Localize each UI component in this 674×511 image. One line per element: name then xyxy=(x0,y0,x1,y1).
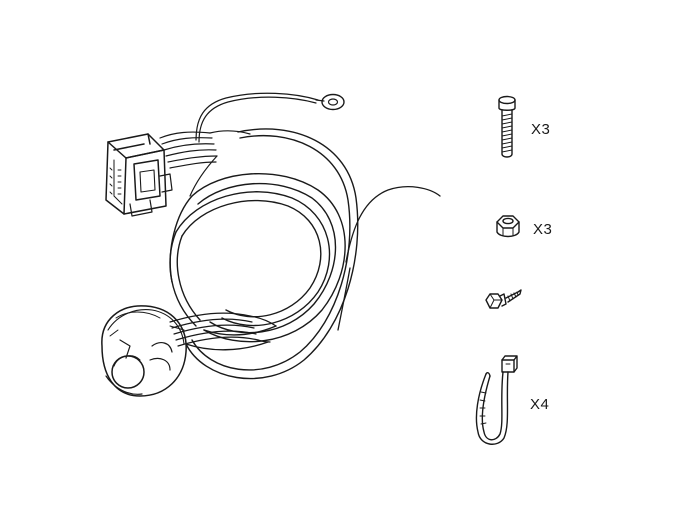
wiring-harness-icon xyxy=(102,93,440,396)
coiled-cable xyxy=(170,129,440,379)
nut-quantity-label: X3 xyxy=(533,221,553,238)
connector-wire-bundle xyxy=(160,131,250,196)
ground-ring-terminal xyxy=(196,93,344,142)
bolt-quantity-label: X3 xyxy=(531,121,551,138)
cable-tie-quantity-label: X4 xyxy=(530,396,550,413)
nut-icon xyxy=(497,216,519,237)
rectangular-connector xyxy=(106,134,172,216)
socket-wire-bundle xyxy=(170,313,276,346)
self-tapping-screw-icon xyxy=(486,290,521,308)
round-socket xyxy=(102,306,186,396)
cable-tie-icon xyxy=(476,356,517,444)
bolt-icon xyxy=(499,97,515,158)
